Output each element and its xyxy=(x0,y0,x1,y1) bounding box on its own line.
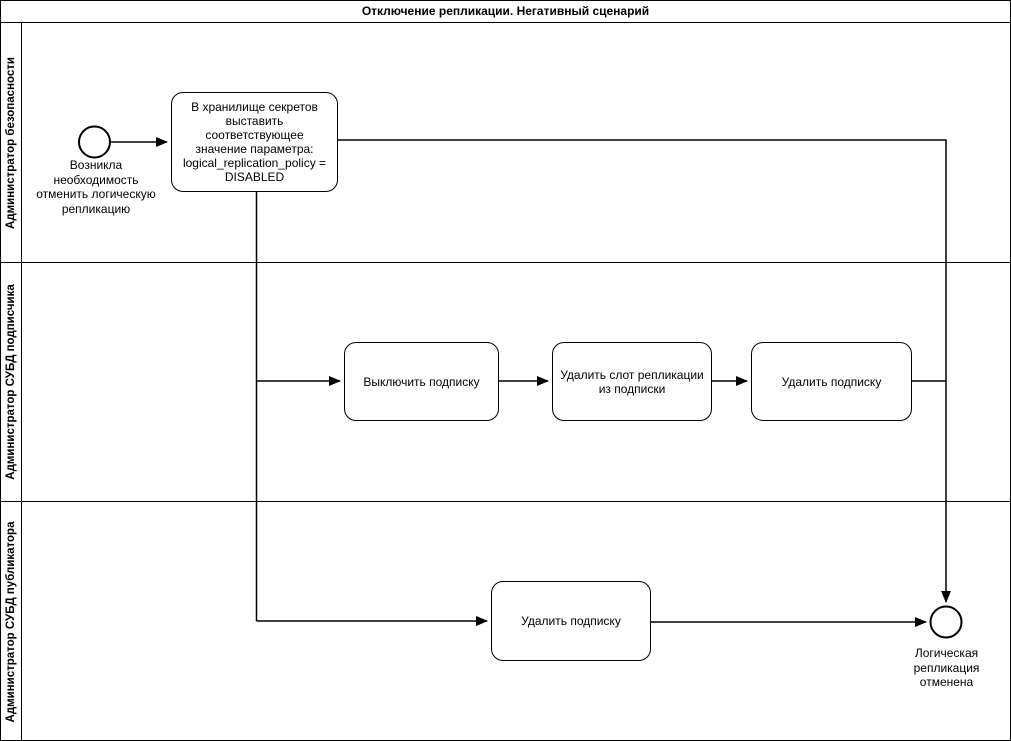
diagram-title: Отключение репликации. Негативный сценар… xyxy=(1,1,1010,23)
task-delete-subscription-subscriber: Удалить подписку xyxy=(751,342,912,421)
end-event-label: Логическая репликация отменена xyxy=(913,646,980,689)
lane-security-admin-header: Администратор безопасности xyxy=(1,23,22,262)
task-set-replication-policy: В хранилище секретов выставить соответст… xyxy=(171,92,338,192)
start-event-label: Возникла необходимость отменить логическ… xyxy=(36,158,156,216)
lane-publisher-dbms-admin-label: Администратор СУБД публикатора xyxy=(5,521,17,723)
task-delete-subscription-publisher: Удалить подписку xyxy=(491,581,651,661)
lane-subscriber-dbms-admin-header: Администратор СУБД подписчика xyxy=(1,263,22,501)
lane-subscriber-dbms-admin-label: Администратор СУБД подписчика xyxy=(5,284,17,480)
task-delete-replication-slot: Удалить слот репликации из подписки xyxy=(552,342,712,421)
lane-security-admin: Администратор безопасности xyxy=(1,23,1010,262)
task-disable-subscription: Выключить подписку xyxy=(344,342,499,421)
lane-publisher-dbms-admin-header: Администратор СУБД публикатора xyxy=(1,502,22,740)
lane-security-admin-label: Администратор безопасности xyxy=(5,56,17,229)
